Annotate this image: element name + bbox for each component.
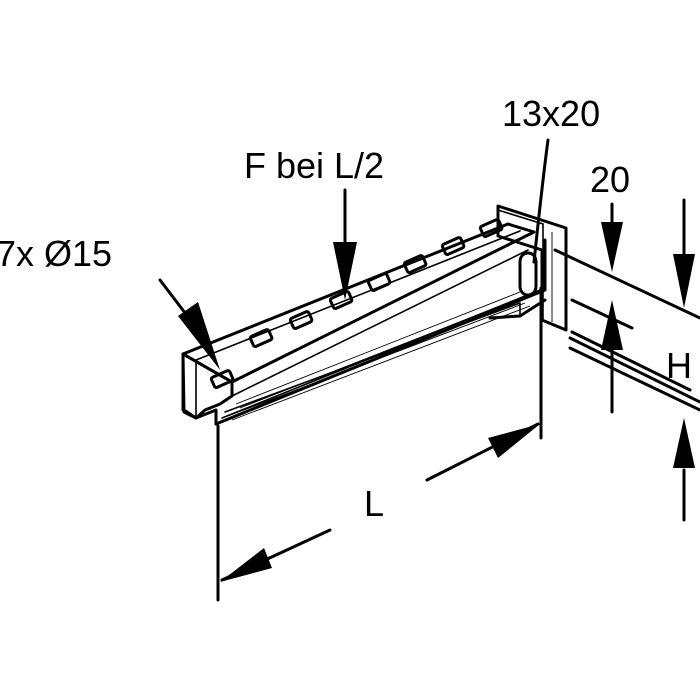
hole-row xyxy=(209,218,504,390)
arrow-up-icon xyxy=(601,300,623,350)
hole xyxy=(440,236,466,257)
wall-rail xyxy=(553,248,700,412)
slot-hole xyxy=(518,251,538,297)
arrow-down-icon xyxy=(673,254,695,308)
hole xyxy=(402,254,428,275)
arrow-down-icon xyxy=(601,222,623,272)
arrowheads xyxy=(178,222,695,582)
hole xyxy=(478,218,504,239)
hole xyxy=(209,369,235,390)
arrow-up-icon xyxy=(673,418,695,468)
arrow-down-icon xyxy=(333,242,357,300)
width-label: 20 xyxy=(590,159,630,200)
height-label: H xyxy=(666,345,692,386)
hole xyxy=(248,328,274,349)
arrow-right-icon xyxy=(488,424,540,458)
holes-label: 7x Ø15 xyxy=(0,233,112,274)
dimension-lines xyxy=(158,138,692,602)
arrow-left-icon xyxy=(220,548,272,582)
hole xyxy=(328,290,354,311)
load-label: F bei L/2 xyxy=(244,145,384,186)
hole xyxy=(366,272,392,293)
bracket-arm xyxy=(181,222,547,426)
slot-label: 13x20 xyxy=(502,93,600,134)
length-label: L xyxy=(364,483,384,524)
arrow-down-icon xyxy=(178,302,220,370)
hole xyxy=(288,310,314,331)
